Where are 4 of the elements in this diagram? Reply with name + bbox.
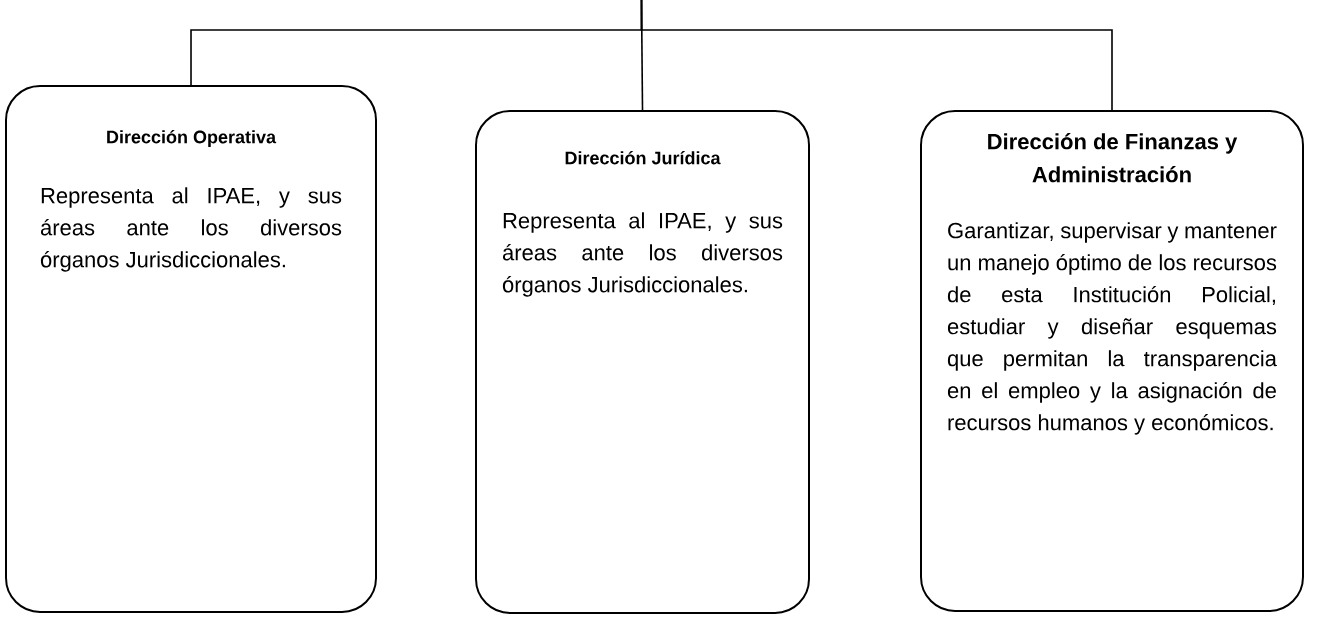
org-box: Dirección Jurídica Representa al IPAE, y sus áreas ante los diversos órganos Jurisdiccionales. [475,110,810,614]
connector-line [640,0,1113,111]
org-box: Dirección de Finanzas y Administración Garantizar, supervisar y mantener un manejo óptimo de los recursos de esta Institución Policial, estudiar y diseñar esquemas que permitan la transparencia en el empleo y la asignación de recursos humanos y económicos. [920,110,1304,612]
org-box: Dirección Operativa Representa al IPAE, y sus áreas ante los diversos órganos Jurisdiccionales. [5,85,377,613]
